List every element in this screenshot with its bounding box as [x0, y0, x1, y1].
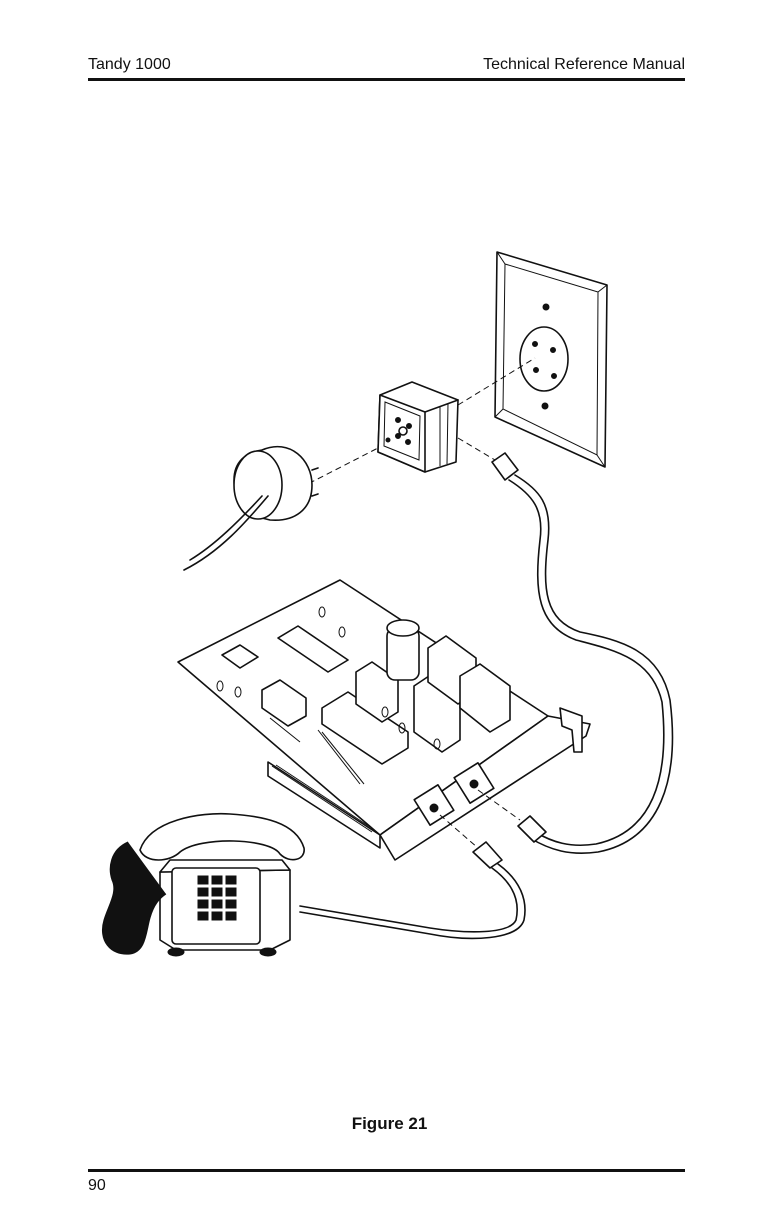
page-number: 90 — [88, 1177, 106, 1195]
round-plug — [184, 447, 318, 570]
line-cable — [492, 453, 672, 853]
telephone — [102, 814, 304, 956]
wall-outlet-plate — [495, 252, 607, 467]
phone-jack-adapter — [378, 382, 458, 472]
phone-cable — [300, 842, 525, 938]
figure-caption: Figure 21 — [0, 1114, 779, 1134]
footer-rule — [88, 1169, 685, 1172]
